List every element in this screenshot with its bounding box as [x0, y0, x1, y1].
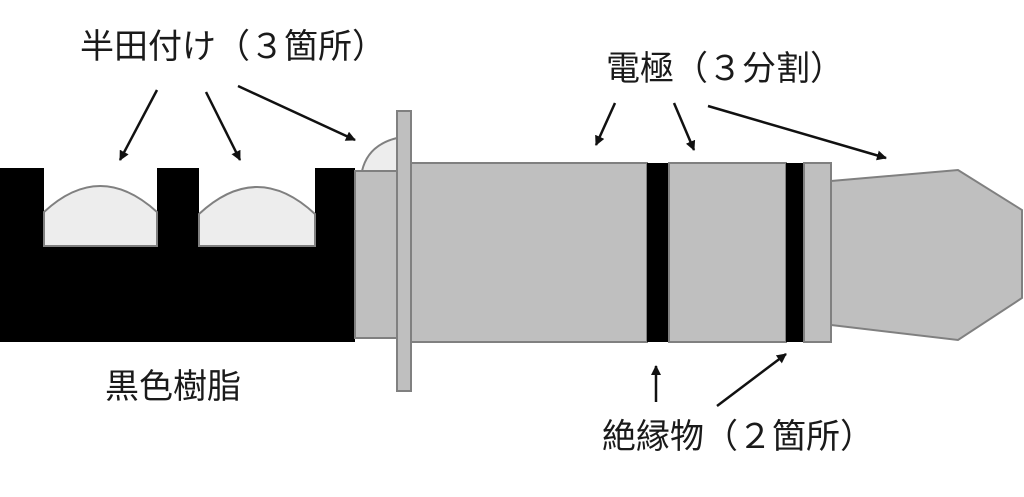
- label-insulators: 絶縁物（２箇所）: [602, 417, 874, 457]
- arrow-solder-2: [204, 91, 242, 161]
- arrow-electrode-2: [672, 102, 696, 151]
- electrode-sleeve-2: [668, 162, 787, 343]
- arrow-insulator-2: [716, 353, 787, 407]
- insulator-ring-1: [647, 163, 669, 342]
- insulator-ring-2: [786, 163, 804, 342]
- black-resin-body: [0, 168, 355, 342]
- flange: [396, 110, 412, 392]
- solder-joint-2: [198, 186, 316, 247]
- solder-joint-1: [43, 185, 158, 247]
- arrow-electrode-3: [707, 104, 887, 161]
- label-black-resin: 黒色樹脂: [105, 367, 241, 407]
- arrow-solder-1: [118, 89, 159, 161]
- solder-joint-3: [360, 136, 398, 172]
- plug-tip: [830, 168, 1023, 342]
- label-solder-joints: 半田付け（３箇所）: [80, 27, 386, 67]
- arrow-electrode-1: [594, 102, 617, 146]
- electrode-sleeve-3: [803, 162, 832, 343]
- electrode-sleeve-1: [410, 162, 648, 343]
- arrow-solder-3: [237, 84, 356, 142]
- rear-collar: [354, 170, 398, 339]
- label-electrodes: 電極（３分割）: [606, 49, 844, 89]
